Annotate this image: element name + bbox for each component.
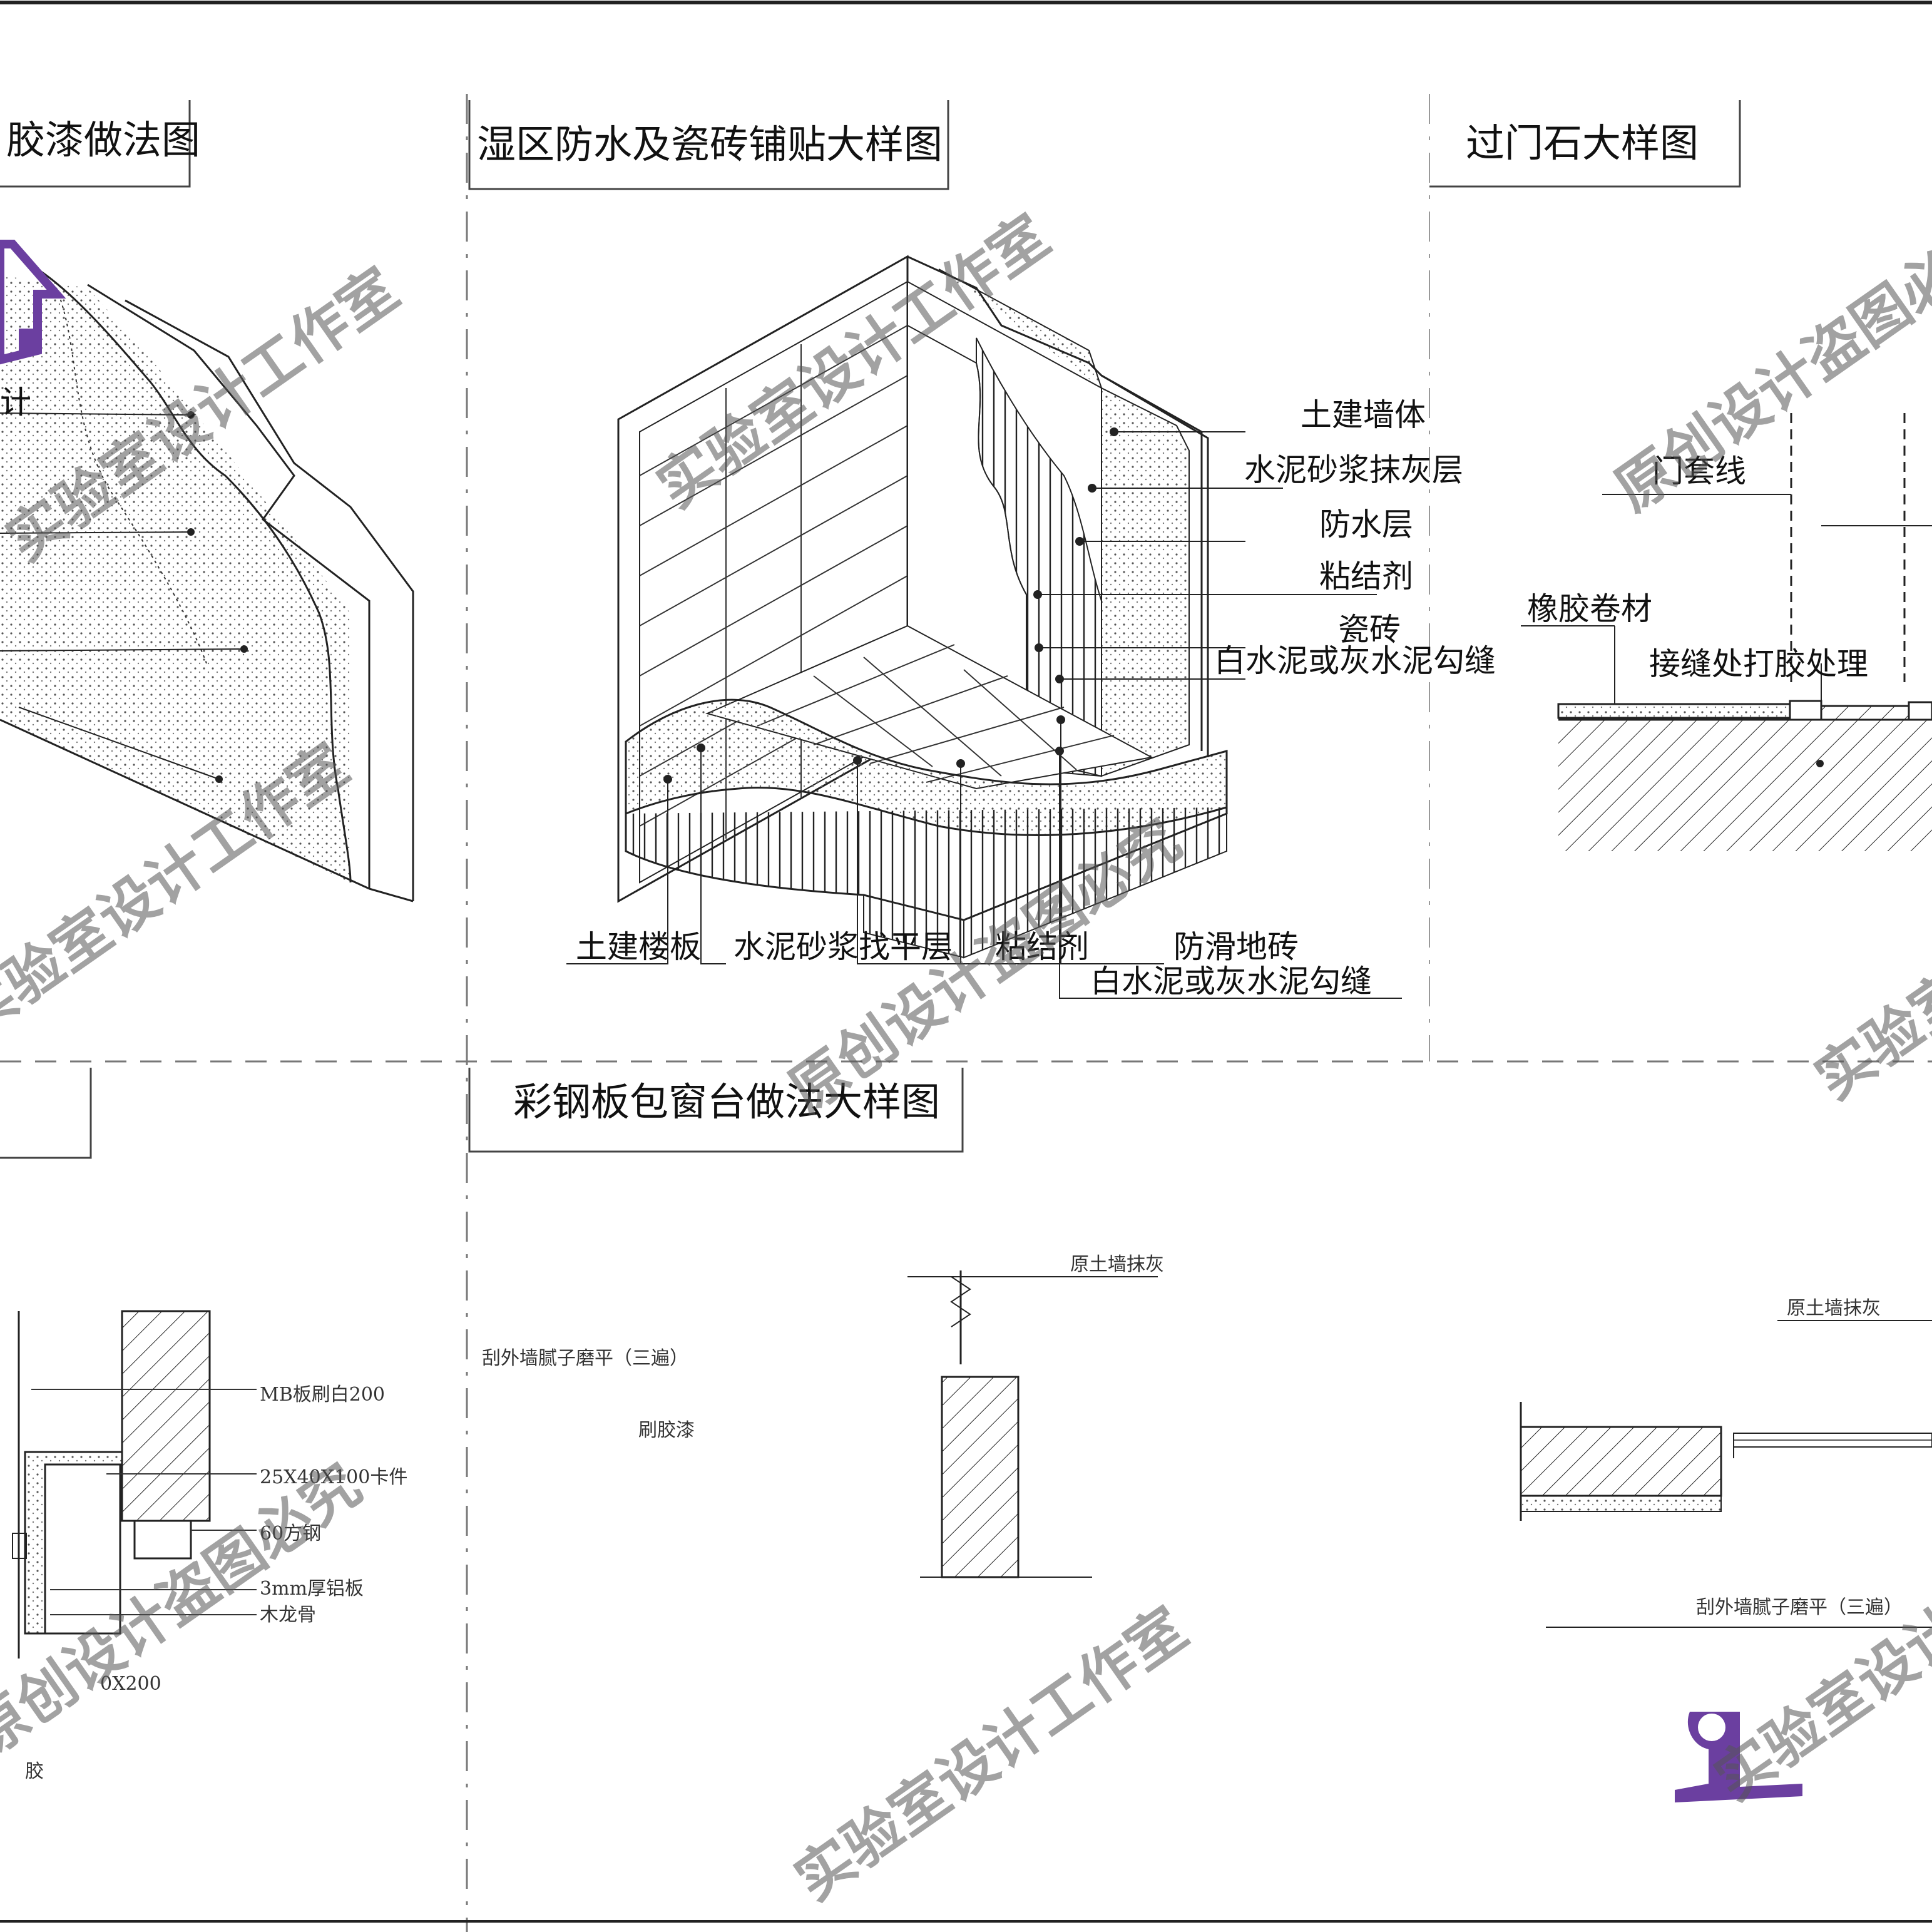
- wet-label-grout: 白水泥或灰水泥勾缝: [1214, 643, 1496, 679]
- title-steel-sill: 彩钢板包窗台做法大样图: [468, 1068, 964, 1153]
- bottom-left-detail: MB板刷白200 25X40X100卡件 60方钢 3mm厚铝板 木龙骨 0X2…: [12, 1310, 407, 1782]
- sill-section-detail: 原土墙抹灰 刮外墙腻子磨平（三遍）: [1520, 1297, 1932, 1628]
- wet-label-plaster: 水泥砂浆抹灰层: [1244, 452, 1463, 488]
- mid-label-paint: 刷胶漆: [638, 1419, 695, 1441]
- left-label-5: 木龙骨: [260, 1604, 316, 1626]
- threshold-label-sealant: 接缝处打胶处理: [1649, 646, 1868, 682]
- wet-label-screed: 水泥砂浆找平层: [733, 929, 953, 965]
- right-label-plaster: 原土墙抹灰: [1787, 1297, 1881, 1319]
- wet-label-tile: 瓷砖: [1338, 611, 1401, 648]
- title-box-left-bottom: [0, 1068, 92, 1159]
- left-label-3: 60方钢: [260, 1523, 321, 1545]
- watermark-5: 原创设计盗图必究: [1603, 205, 1932, 524]
- svg-text:胶漆做法图: 胶漆做法图: [6, 117, 200, 163]
- watermark-8: 实验室设计工作室: [783, 1595, 1199, 1914]
- svg-text:过门石大样图: 过门石大样图: [1466, 120, 1699, 166]
- title-wet-area: 湿区防水及瓷砖铺贴大样图: [468, 100, 949, 190]
- threshold-label-casing: 门套线: [1652, 453, 1746, 489]
- wet-label-floor-grout: 白水泥或灰水泥勾缝: [1090, 963, 1372, 999]
- left-label-7: 胶: [25, 1761, 44, 1782]
- wet-label-wall: 土建墙体: [1301, 397, 1426, 433]
- wet-label-adhesive: 粘结剂: [1319, 558, 1413, 595]
- svg-text:湿区防水及瓷砖铺贴大样图: 湿区防水及瓷砖铺贴大样图: [477, 121, 943, 167]
- title-threshold: 过门石大样图: [1429, 100, 1741, 188]
- wet-label-antislip: 防滑地砖: [1173, 929, 1299, 965]
- title-paint: 胶漆做法图: [0, 100, 200, 188]
- watermark-9: 实验室设计工作室: [1703, 1495, 1932, 1814]
- left-label-6: 0X200: [100, 1673, 161, 1695]
- wet-area-drawing: 土建墙体 水泥砂浆抹灰层 防水层 粘结剂 瓷砖 白水泥或灰水泥勾缝 土建楼板 水…: [566, 255, 1496, 999]
- steel-sill-detail: 刮外墙腻子磨平（三遍） 刷胶漆 原土墙抹灰: [482, 1254, 1164, 1578]
- wet-label-slab: 土建楼板: [576, 929, 701, 965]
- mid-label-plaster: 原土墙抹灰: [1070, 1254, 1164, 1275]
- svg-text:彩钢板包窗台做法大样图: 彩钢板包窗台做法大样图: [513, 1079, 940, 1125]
- paint-label-partial: 计: [0, 384, 31, 421]
- left-label-2: 25X40X100卡件: [260, 1466, 407, 1488]
- brand-logo-bottom: [1675, 1712, 1802, 1802]
- paint-wall-drawing: 计: [0, 268, 414, 902]
- threshold-label-rubber: 橡胶卷材: [1527, 591, 1652, 627]
- wet-label-floor-adhesive: 粘结剂: [995, 929, 1089, 965]
- brand-logo-top: [0, 240, 66, 365]
- mid-label-putty: 刮外墙腻子磨平（三遍）: [482, 1347, 688, 1369]
- left-label-1: MB板刷白200: [260, 1384, 385, 1406]
- right-label-putty: 刮外墙腻子磨平（三遍）: [1696, 1597, 1903, 1618]
- threshold-drawing: 门套线 橡胶卷材 接缝处打胶处理: [1521, 413, 1932, 851]
- left-label-4: 3mm厚铝板: [260, 1578, 364, 1600]
- wet-label-waterproof: 防水层: [1319, 506, 1413, 543]
